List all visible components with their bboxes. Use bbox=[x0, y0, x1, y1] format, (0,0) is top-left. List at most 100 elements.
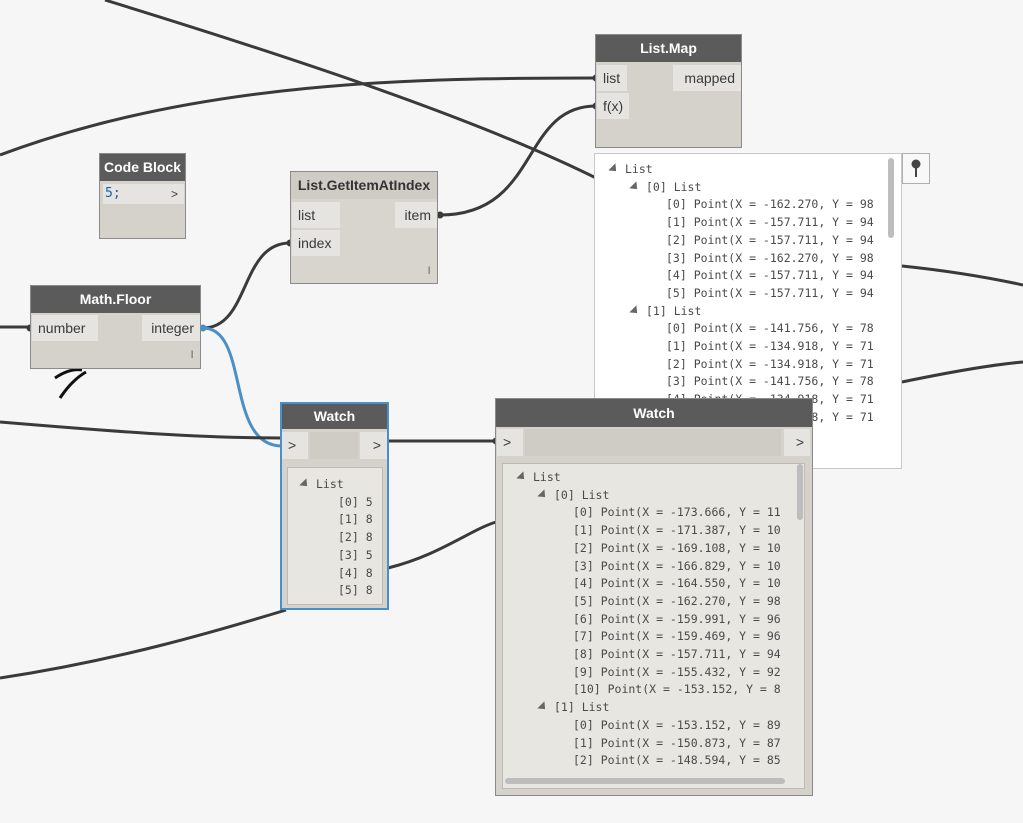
code-block-node[interactable]: Code Block 5; > bbox=[99, 153, 186, 239]
tree-item-label: [3] 5 bbox=[338, 547, 373, 562]
tree-item-label: [4] 8 bbox=[338, 565, 373, 580]
tree-item: [3] Point(X = -162.270, Y = 98 bbox=[666, 250, 874, 268]
output-port-integer[interactable]: integer bbox=[142, 315, 200, 341]
tree-item-label: [4] Point(X = -157.711, Y = 94 bbox=[666, 268, 874, 283]
wire bbox=[202, 241, 291, 330]
tree-item-label: [7] Point(X = -159.469, Y = 96 bbox=[573, 629, 781, 644]
tree-item: [9] Point(X = -155.432, Y = 92 bbox=[573, 664, 781, 682]
input-port-fx[interactable]: f(x) bbox=[597, 93, 629, 119]
tree-item: [2] Point(X = -134.918, Y = 71 bbox=[666, 356, 874, 374]
wire bbox=[0, 608, 287, 680]
wire bbox=[439, 104, 597, 217]
tree-item-label: [5] 8 bbox=[338, 583, 373, 598]
tree-item: [0] Point(X = -153.152, Y = 89 bbox=[573, 717, 781, 735]
watch-panel: List[0] 5[1] 8[2] 8[3] 5[4] 8[5] 8 bbox=[287, 467, 383, 605]
lacing-indicator[interactable]: l bbox=[191, 350, 194, 361]
tree-item: [1] Point(X = -157.711, Y = 94 bbox=[666, 214, 874, 232]
triangle-expand-icon[interactable] bbox=[537, 489, 549, 501]
tree-item-label: [2] Point(X = -169.108, Y = 10 bbox=[573, 540, 781, 555]
tree-item: List bbox=[299, 476, 344, 494]
node-title: Watch bbox=[496, 399, 812, 427]
triangle-expand-icon[interactable] bbox=[299, 478, 311, 490]
tree-item: [3] Point(X = -166.829, Y = 10 bbox=[573, 558, 781, 576]
watch-node-small[interactable]: Watch > > List[0] 5[1] 8[2] 8[3] 5[4] 8[… bbox=[280, 402, 389, 610]
tree-item: [0] Point(X = -162.270, Y = 98 bbox=[666, 196, 874, 214]
output-port-item[interactable]: item bbox=[395, 202, 437, 228]
tree-item: [2] Point(X = -169.108, Y = 10 bbox=[573, 540, 781, 558]
input-port-list[interactable]: list bbox=[292, 202, 340, 228]
input-port[interactable]: > bbox=[282, 432, 308, 459]
tree-item: [2] 8 bbox=[338, 529, 373, 547]
output-port-mapped[interactable]: mapped bbox=[673, 65, 741, 91]
tree-item: [10] Point(X = -153.152, Y = 8 bbox=[573, 681, 781, 699]
triangle-expand-icon[interactable] bbox=[629, 304, 641, 317]
tree-item-label: [10] Point(X = -153.152, Y = 8 bbox=[573, 682, 781, 697]
tree-item-label: List bbox=[316, 477, 344, 491]
tree-item: [0] 5 bbox=[338, 494, 373, 512]
output-port[interactable]: > bbox=[160, 184, 184, 204]
input-port-list[interactable]: list bbox=[597, 65, 627, 91]
pin-icon bbox=[911, 159, 921, 177]
code-editor[interactable]: 5; bbox=[103, 184, 161, 204]
input-port-index[interactable]: index bbox=[292, 230, 340, 256]
tree-item: [4] Point(X = -164.550, Y = 10 bbox=[573, 575, 781, 593]
port-spacer bbox=[310, 432, 358, 459]
tree-item: [3] Point(X = -141.756, Y = 78 bbox=[666, 373, 874, 391]
wire bbox=[901, 360, 1023, 384]
tree-item-label: [0] Point(X = -153.152, Y = 89 bbox=[573, 717, 781, 732]
tree-item: [0] List bbox=[537, 487, 609, 505]
output-port[interactable]: > bbox=[784, 429, 810, 456]
tree-item: [5] 8 bbox=[338, 582, 373, 600]
tree-item-label: [3] Point(X = -166.829, Y = 10 bbox=[573, 558, 781, 573]
pen-stroke bbox=[54, 368, 87, 399]
tree-item: [4] 8 bbox=[338, 565, 373, 583]
input-port-number[interactable]: number bbox=[32, 315, 98, 341]
tree-item: List bbox=[608, 161, 653, 179]
node-title: Watch bbox=[282, 404, 387, 429]
scrollbar-thumb[interactable] bbox=[888, 158, 894, 238]
port-dot bbox=[436, 211, 444, 219]
scrollbar-thumb-vertical[interactable] bbox=[797, 464, 803, 520]
wire-selected bbox=[202, 326, 283, 448]
output-port[interactable]: > bbox=[360, 432, 387, 459]
tree-item-label: [0] 5 bbox=[338, 494, 373, 509]
tree-item-label: [1] Point(X = -171.387, Y = 10 bbox=[573, 523, 781, 538]
tree-item-label: [1] Point(X = -150.873, Y = 87 bbox=[573, 735, 781, 750]
tree-item: [1] List bbox=[537, 699, 609, 717]
lacing-indicator[interactable]: l bbox=[428, 266, 431, 277]
tree-item: [1] Point(X = -134.918, Y = 71 bbox=[666, 338, 874, 356]
tree-item: [5] Point(X = -162.270, Y = 98 bbox=[573, 593, 781, 611]
list-map-node[interactable]: List.Map list f(x) mapped bbox=[595, 34, 742, 148]
triangle-expand-icon[interactable] bbox=[516, 471, 528, 483]
tree-item-label: [1] Point(X = -134.918, Y = 71 bbox=[666, 339, 874, 353]
tree-item-label: [0] Point(X = -173.666, Y = 11 bbox=[573, 505, 781, 520]
watch-node-large[interactable]: Watch > > List [0] List[0] Point(X = -173… bbox=[495, 398, 813, 796]
tree-item-label: [3] Point(X = -141.756, Y = 78 bbox=[666, 374, 874, 389]
get-item-at-index-node[interactable]: List.GetItemAtIndex list index item l bbox=[290, 171, 438, 284]
triangle-expand-icon[interactable] bbox=[629, 181, 641, 193]
tree-item-label: [9] Point(X = -155.432, Y = 92 bbox=[573, 664, 781, 679]
node-title: List.Map bbox=[596, 35, 741, 62]
tree-item-label: [5] Point(X = -157.711, Y = 94 bbox=[666, 285, 874, 300]
tree-item: [2] Point(X = -148.594, Y = 85 bbox=[573, 752, 781, 770]
tree-item: [1] List bbox=[629, 303, 702, 321]
tree-item-label: [2] Point(X = -157.711, Y = 94 bbox=[666, 232, 874, 247]
math-floor-node[interactable]: Math.Floor number integer l bbox=[30, 285, 201, 369]
node-title: Code Block bbox=[100, 154, 185, 181]
tree-item: [6] Point(X = -159.991, Y = 96 bbox=[573, 611, 781, 629]
tree-item-label: List bbox=[625, 162, 653, 176]
tree-item: [0] List bbox=[629, 179, 701, 197]
tree-item-label: [1] Point(X = -157.711, Y = 94 bbox=[666, 215, 874, 230]
input-port[interactable]: > bbox=[497, 429, 523, 456]
tree-item-label: [1] List bbox=[646, 303, 702, 318]
node-title: Math.Floor bbox=[31, 286, 200, 313]
triangle-expand-icon[interactable] bbox=[537, 701, 549, 713]
tree-item: [1] Point(X = -171.387, Y = 10 bbox=[573, 522, 781, 540]
wire bbox=[0, 76, 597, 157]
tree-item: [2] Point(X = -157.711, Y = 94 bbox=[666, 232, 874, 250]
scrollbar-thumb-horizontal[interactable] bbox=[505, 778, 785, 784]
triangle-expand-icon[interactable] bbox=[608, 163, 620, 175]
pin-button[interactable] bbox=[902, 153, 930, 184]
tree-item-label: List bbox=[533, 470, 561, 484]
